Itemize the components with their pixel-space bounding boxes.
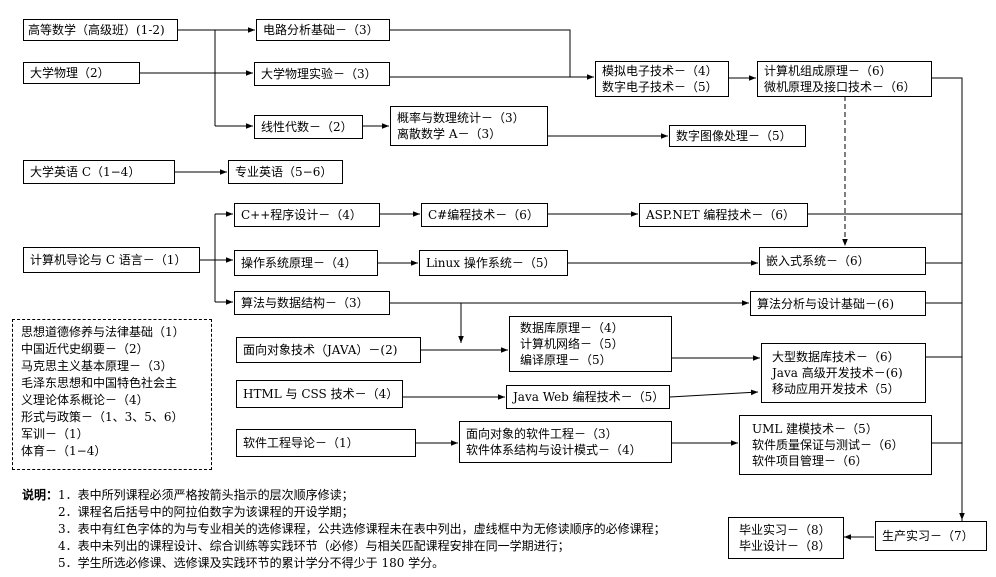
course-linux: Linux 操作系统－（5） [419,250,568,276]
course-label: 软件工程导论－（1） [243,436,359,450]
course-label: 算法与数据结构－（3） [241,296,369,310]
note-item: 4．表中未列出的课程设计、综合训练等实践环节（必修）与相关匹配课程安排在同一学期… [58,539,570,553]
course-label: 软件体系结构与设计模式－（4） [466,443,642,457]
course-label: Java Web 编程技术－（5） [513,390,665,404]
course-label: C++程序设计－（4） [241,208,362,222]
course-shujuku: 数据库原理－（4） 计算机网络－（5） 编译原理－（5） [509,316,672,372]
course-java: 面向对象技术（JAVA）－(2) [236,337,421,363]
course-label: 移动应用开发技术（5） [772,382,900,396]
notes-section: 说明：1．表中所列课程必须严格按箭头指示的层次顺序修读； 2．课程名后括号中的阿… [22,487,666,572]
course-daxue-wuli: 大学物理（2） [23,62,140,84]
note-item: 1．表中所列课程必须严格按箭头指示的层次顺序修读； [58,488,354,502]
required-course: 义理论体系概论－（4） [21,393,149,407]
course-biye: 毕业实习－（8） 毕业设计－（8） [728,517,844,559]
course-label: C#编程技术－（6） [428,208,539,222]
course-gaodeng-shuxue: 高等数学（高级班）(1-2) [23,19,178,41]
course-label: 软件项目管理－（6） [752,454,868,468]
course-cpp: C++程序设计－（4） [234,203,380,227]
course-label: 操作系统原理－（4） [241,256,357,270]
course-label: HTML 与 CSS 技术－（4） [243,387,399,401]
edge-javaweb-dashuju [669,389,759,398]
course-zhuanye-yingyu: 专业英语（5−6） [228,160,343,184]
course-label: 大型数据库技术－（6） [772,350,900,364]
course-label: 数据库原理－（4） [520,321,624,335]
course-suanfa-fenxi: 算法分析与设计基础－(6) [750,291,926,316]
course-label: 计算机网络－（5） [520,337,624,351]
course-label: 大学英语 C（1−4） [30,165,141,179]
note-item: 5．学生所选必修课、选修课及实践环节的累计学分不得少于 180 学分。 [58,556,445,570]
course-gailv: 概率与数理统计－（3） 离散数学 A－（3） [390,106,548,146]
course-label: 模拟电子技术－（4） [602,64,718,78]
course-shengchan: 生产实习－（7） [875,521,987,551]
required-course: 中国近代史纲要－（2） [21,342,149,356]
required-course: 思想道德修养与法律基础（1） [21,325,185,339]
course-label: 生产实习－（7） [882,529,974,543]
course-label: 电路分析基础－（3） [263,23,379,37]
course-moni-shuzi: 模拟电子技术－（4） 数字电子技术－（5） [595,61,729,97]
course-label: 专业英语（5−6） [235,165,333,179]
course-ruanjian-daolun: 软件工程导论－（1） [236,429,416,457]
course-uml: UML 建模技术－（5） 软件质量保证与测试－（6） 软件项目管理－（6） [739,415,932,475]
course-label: 毕业实习－（8） [739,523,831,537]
course-label: UML 建模技术－（5） [752,422,878,436]
course-wuli-shiyan: 大学物理实验－（3） [254,62,390,86]
course-label: 毕业设计－（8） [739,539,831,553]
course-label: 数字电子技术－（5） [602,80,718,94]
course-label: Java 高级开发技术－(6) [772,366,903,380]
course-label: 计算机组成原理－（6） [764,64,892,78]
required-course: 马克思主义基本原理－（3） [21,359,173,373]
course-label: 算法分析与设计基础－(6) [757,296,894,311]
course-label: Linux 操作系统－（5） [426,256,556,270]
note-item: 3．表中有红色字体的为与专业相关的选修课程，公共选修课程未在表中列出，虚线框中为… [58,522,666,536]
course-label: 软件质量保证与测试－（6） [752,438,904,452]
course-label: 高等数学（高级班）(1-2) [28,23,165,37]
course-label: 嵌入式系统－（6） [766,254,870,268]
note-item: 2．课程名后括号中的阿拉伯数字为该课程的开设学期； [58,505,354,519]
required-courses-group: 思想道德修养与法律基础（1） 中国近代史纲要－（2） 马克思主义基本原理－（3）… [12,319,212,470]
course-csharp: C#编程技术－（6） [421,203,548,227]
course-label: 离散数学 A－（3） [397,127,502,141]
course-label: 面向对象技术（JAVA）－(2) [243,343,398,357]
course-aspnet: ASP.NET 编程技术－（6） [639,203,808,227]
course-zucheng: 计算机组成原理－（6） 微机原理及接口技术－（6） [757,61,932,97]
required-course: 毛泽东思想和中国特色社会主 [21,376,178,390]
course-tuxiang: 数字图像处理－（5） [669,125,806,147]
course-os: 操作系统原理－（4） [234,250,378,276]
course-xianxing: 线性代数－（2） [254,115,363,139]
course-label: 计算机导论与 C 语言－（1） [30,253,187,267]
course-label: 面向对象的软件工程－（3） [466,427,618,441]
course-label: 大学物理实验－（3） [261,67,377,81]
course-label: 概率与数理统计－（3） [397,111,525,125]
course-label: ASP.NET 编程技术－（6） [646,208,796,222]
edge-right-trunk [932,77,963,521]
course-qianru: 嵌入式系统－（6） [759,247,926,275]
required-course: 形式与政策－（1、3、5、6） [21,410,184,424]
required-course: 体育－（1−4） [21,444,107,458]
course-suanfa: 算法与数据结构－（3） [234,291,390,315]
course-label: 数字图像处理－（5） [676,129,792,143]
edge-dianlu-down [390,29,571,77]
notes-lead: 说明： [22,488,59,502]
course-dashuju: 大型数据库技术－（6） Java 高级开发技术－(6) 移动应用开发技术（5） [761,343,926,403]
course-yingyu: 大学英语 C（1−4） [23,160,175,184]
course-daolun: 计算机导论与 C 语言－（1） [23,247,200,273]
course-label: 线性代数－（2） [261,120,353,134]
course-javaweb: Java Web 编程技术－（5） [506,385,670,409]
course-label: 编译原理－（5） [520,353,612,367]
required-course: 军训－（1） [21,427,89,441]
course-label: 大学物理（2） [30,66,110,80]
course-dianlu: 电路分析基础－（3） [256,19,390,41]
course-label: 微机原理及接口技术－（6） [764,80,916,94]
course-mianxiang-ruanjian: 面向对象的软件工程－（3） 软件体系结构与设计模式－（4） [459,421,672,463]
course-html-css: HTML 与 CSS 技术－（4） [236,380,403,408]
